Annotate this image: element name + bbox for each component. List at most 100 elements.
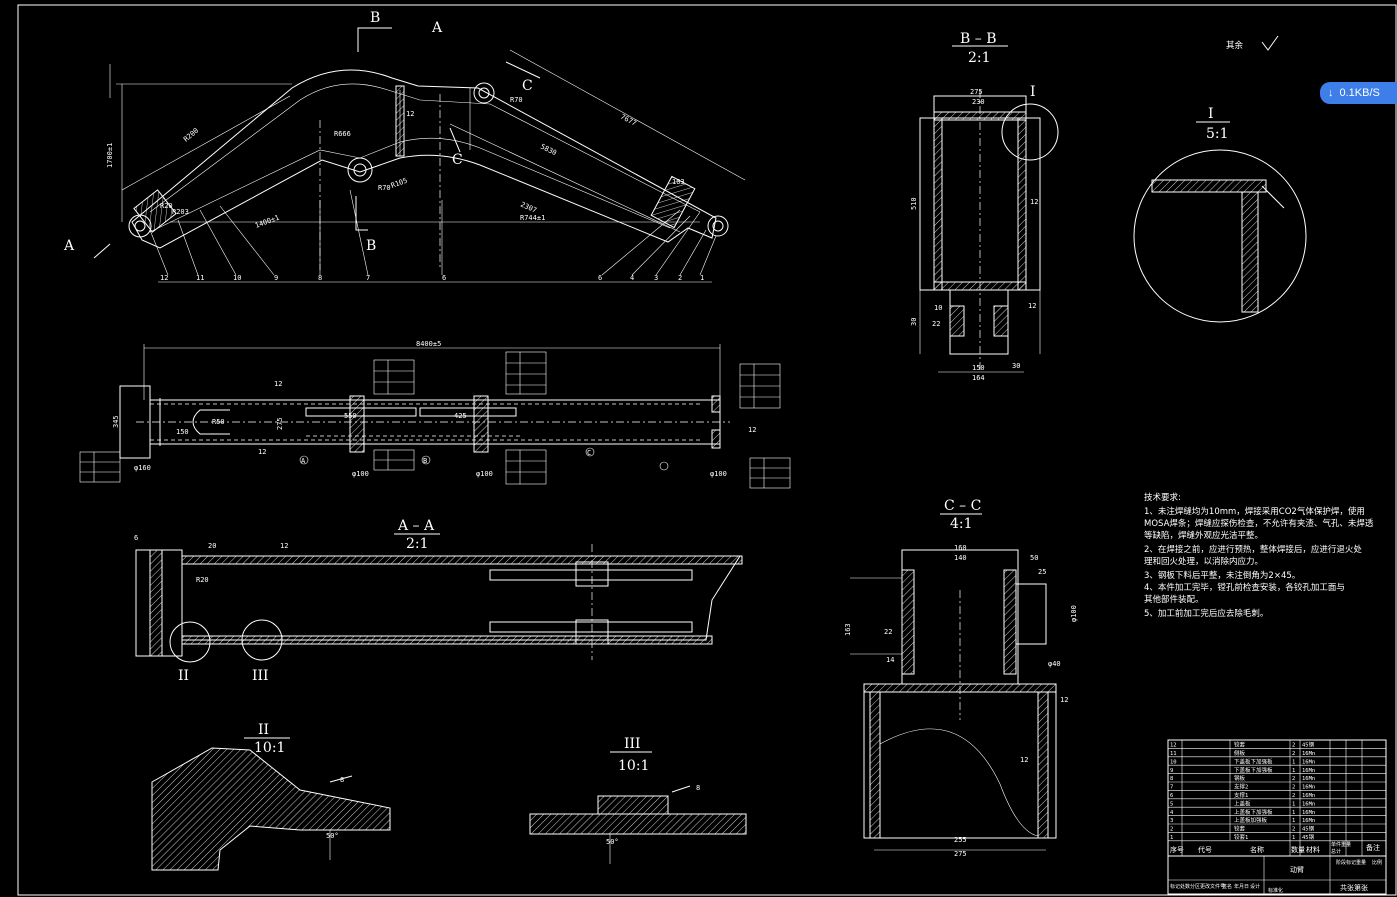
svg-text:5:1: 5:1 [1206,126,1229,142]
svg-text:3、钢板下料后平整，未注倒角为2×45。: 3、钢板下料后平整，未注倒角为2×45。 [1144,570,1300,581]
svg-text:A: A [301,457,306,465]
table-cell: 1 [1292,768,1295,774]
svg-text:1: 1 [700,274,704,282]
svg-text:150: 150 [176,428,189,436]
svg-text:7: 7 [366,274,370,282]
roughness-note: 其余 [1226,35,1279,51]
svg-text:重量: 重量 [1356,859,1366,866]
svg-text:φ100: φ100 [352,470,369,478]
svg-text:2: 2 [678,274,682,282]
parts-table [1167,739,1387,895]
section-cc-view [850,513,1057,851]
table-cell: 1 [1292,759,1295,765]
svg-text:B: B [370,10,380,26]
svg-text:6: 6 [442,274,446,282]
table-cell: 支撑2 [1234,783,1248,791]
svg-text:10:1: 10:1 [254,740,285,756]
svg-text:年月日: 年月日 [1234,883,1249,890]
svg-text:103: 103 [672,178,685,186]
svg-text:A: A [63,238,75,254]
svg-text:10: 10 [934,304,942,312]
table-cell: 3 [1170,818,1173,824]
table-cell: 2 [1292,827,1295,833]
table-cell: 钢板 [1234,774,1246,782]
svg-text:550: 550 [344,412,357,420]
table-cell: 5 [1170,801,1173,807]
table-cell: 上盖板加强板 [1234,816,1268,824]
table-cell: 45钢 [1302,825,1315,833]
svg-text:材料: 材料 [1306,845,1320,854]
svg-text:22: 22 [932,320,940,328]
svg-text:4: 4 [630,274,634,282]
svg-text:14: 14 [886,656,894,664]
svg-text:B: B [366,238,376,254]
table-cell: 2 [1292,751,1295,757]
section-aa-view [135,533,743,663]
aa-view-labels: A – A 2:1 II III 20 12 R20 6 [134,518,435,684]
svg-text:5830: 5830 [539,143,558,158]
svg-text:2:1: 2:1 [406,536,429,552]
cc-view-labels: C – C 4:1 160 140 50 25 163 22 14 φ100 φ… [844,498,1078,858]
svg-text:1400±1: 1400±1 [254,214,281,230]
svg-text:B – B: B – B [960,31,996,47]
svg-text:名称: 名称 [1250,845,1264,854]
table-cell: 16Mn [1302,810,1315,816]
svg-text:比例: 比例 [1372,859,1382,866]
table-cell: 下盖板下加强板 [1234,757,1273,765]
detail-i-view [1133,121,1307,323]
svg-text:标准化: 标准化 [1268,887,1283,894]
svg-text:II: II [178,668,189,684]
svg-text:12: 12 [1060,696,1068,704]
svg-text:12: 12 [280,542,288,550]
bb-view-labels: B – B 2:1 I 275 230 510 12 10 22 30 150 … [910,31,1038,382]
svg-text:R105: R105 [390,177,409,190]
svg-text:5、加工前加工完后应去除毛刺。: 5、加工前加工完后应去除毛刺。 [1144,608,1268,619]
svg-text:序号: 序号 [1170,845,1184,854]
svg-text:275: 275 [954,850,967,858]
svg-text:8: 8 [696,784,700,792]
svg-text:C: C [522,78,533,94]
svg-text:R70: R70 [510,96,523,104]
svg-text:R20: R20 [196,576,209,584]
svg-text:C: C [587,449,591,457]
table-cell: 16Mn [1302,785,1315,791]
table-cell: 2 [1170,827,1173,833]
table-cell: 铰套 [1234,741,1246,749]
svg-text:6: 6 [598,274,602,282]
svg-text:4、本件加工完毕，镗孔前检查安装，各铰孔加工面与: 4、本件加工完毕，镗孔前检查安装，各铰孔加工面与 [1144,582,1345,593]
svg-text:345: 345 [112,415,120,428]
svg-text:22: 22 [884,628,892,636]
network-speed-badge[interactable]: ↓0.1KB/S [1320,82,1397,104]
table-cell: 16Mn [1302,793,1315,799]
svg-text:总计: 总计 [1331,848,1341,855]
svg-text:150: 150 [972,364,985,372]
svg-text:其他部件装配。: 其他部件装配。 [1144,594,1204,605]
svg-text:分区: 分区 [1190,883,1200,890]
svg-text:12: 12 [258,448,266,456]
parts-table-labels: 序号 代号 名称 数量 材料 单件重量 总计 备注 动臂 共张第张 标记 处数 … [1170,841,1382,894]
svg-text:230: 230 [972,98,985,106]
svg-text:数量: 数量 [1291,845,1305,854]
svg-text:30: 30 [1012,362,1020,370]
svg-text:设计: 设计 [1250,883,1260,890]
boom-plan-view [79,344,791,489]
table-cell: 16Mn [1302,818,1315,824]
table-cell: 11 [1170,751,1177,757]
svg-text:7677: 7677 [619,113,638,128]
svg-text:50°: 50° [326,832,339,840]
svg-text:R20: R20 [160,202,173,210]
detail-ii-view [151,737,391,871]
table-cell: 16Mn [1302,768,1315,774]
table-cell: 1 [1292,818,1295,824]
svg-text:处数: 处数 [1180,883,1190,890]
svg-text:MOSA焊条；焊缝应探伤检查，不允许有夹渣、气孔、未焊透: MOSA焊条；焊缝应探伤检查，不允许有夹渣、气孔、未焊透 [1144,518,1374,529]
table-cell: 1 [1292,810,1295,816]
svg-text:更改文件号: 更改文件号 [1200,883,1225,890]
svg-text:10: 10 [233,274,241,282]
svg-text:R666: R666 [334,130,351,138]
svg-text:12: 12 [1028,302,1036,310]
svg-text:III: III [252,668,269,684]
drawing-frame [17,4,1397,896]
svg-text:φ100: φ100 [476,470,493,478]
svg-text:12: 12 [160,274,168,282]
